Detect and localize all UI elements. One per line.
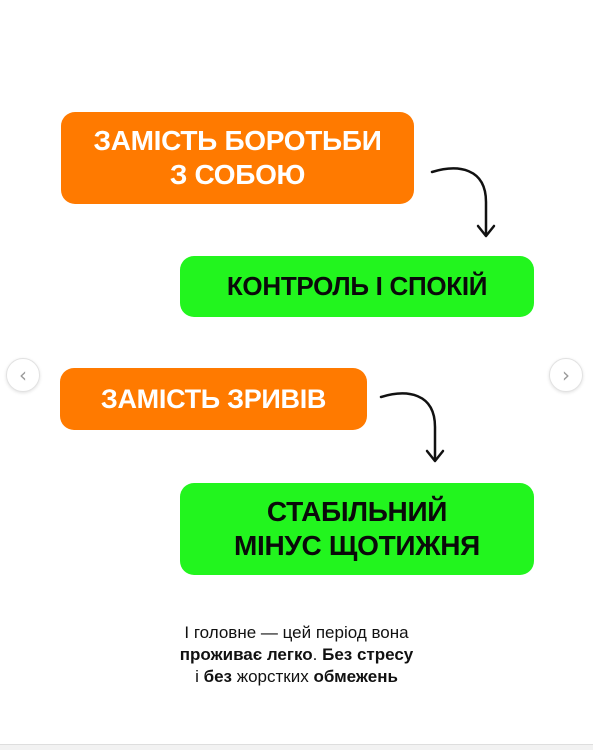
previous-slide-button[interactable]: ‹ (6, 358, 40, 392)
caption-bold-no-stress: Без стресу (322, 645, 414, 664)
chevron-left-icon: ‹ (19, 363, 27, 387)
bottom-divider (0, 744, 593, 750)
block4-line1: СТАБІЛЬНИЙ (266, 496, 448, 527)
caption-line2: проживає легко. Без стресу (0, 644, 593, 666)
caption-bold-restrictions: обмежень (313, 667, 398, 686)
instead-of-struggle-text: ЗАМІСТЬ БОРОТЬБИ З СОБОЮ (93, 124, 381, 192)
block3-text: ЗАМІСТЬ ЗРИВІВ (100, 383, 327, 414)
stable-weekly-loss-block: СТАБІЛЬНИЙ МІНУС ЩОТИЖНЯ (180, 483, 534, 575)
caption-and: і (195, 667, 204, 686)
chevron-right-icon: › (562, 363, 570, 387)
caption-text: І головне — цей період вона проживає лег… (0, 622, 593, 688)
control-and-calm-block: КОНТРОЛЬ І СПОКІЙ (180, 256, 534, 317)
instead-of-breakdowns-block: ЗАМІСТЬ ЗРИВІВ (60, 368, 367, 430)
caption-strict: жорстких (231, 667, 314, 686)
caption-separator: . (312, 645, 323, 664)
block2-text: КОНТРОЛЬ І СПОКІЙ (226, 271, 488, 301)
next-slide-button[interactable]: › (549, 358, 583, 392)
curved-arrow-icon (379, 392, 445, 463)
caption-bold-lives-easily: проживає легко (179, 645, 313, 664)
caption-line1: І головне — цей період вона (184, 623, 409, 642)
curved-arrow-icon (430, 167, 496, 238)
stable-weekly-loss-text: СТАБІЛЬНИЙ МІНУС ЩОТИЖНЯ (234, 495, 480, 563)
block1-line1: ЗАМІСТЬ БОРОТЬБИ (93, 125, 382, 156)
instead-of-struggle-block: ЗАМІСТЬ БОРОТЬБИ З СОБОЮ (61, 112, 414, 204)
caption-line3: і без жорстких обмежень (0, 666, 593, 688)
block1-line2: З СОБОЮ (169, 159, 306, 190)
caption-bold-without: без (203, 667, 232, 686)
block4-line2: МІНУС ЩОТИЖНЯ (233, 530, 481, 561)
